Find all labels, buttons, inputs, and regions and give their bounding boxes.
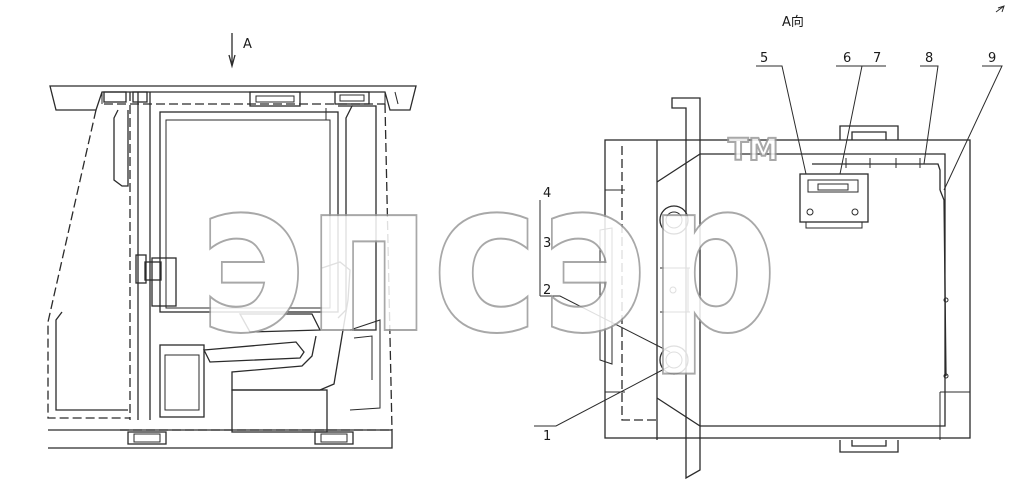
part-label-6: 6: [843, 51, 851, 66]
view-a: A向: [534, 5, 1005, 480]
wiring-harness: [812, 158, 949, 379]
bolt-upper: [659, 205, 689, 235]
cab-frame: [55, 92, 377, 420]
view-a-title: A向: [782, 14, 804, 30]
watermark-logo: эпсэр: [198, 135, 778, 380]
part-label-4: 4: [543, 186, 551, 201]
cab-floor: [48, 429, 393, 449]
part-labels: 1 2 3 4 5 6 7 8 9: [543, 51, 996, 444]
watermark-trademark: TM: [728, 133, 778, 168]
part-label-5: 5: [760, 51, 768, 66]
handrail-left: [671, 97, 701, 480]
view-arrow-a: A: [228, 33, 252, 69]
cab-side-view: A: [47, 33, 417, 449]
handrail-bottom: [839, 440, 899, 453]
lamp-assembly: [799, 173, 869, 229]
corner-mark: [995, 5, 1005, 13]
part-label-7: 7: [873, 51, 881, 66]
handrail-top: [839, 125, 899, 140]
part-label-1: 1: [543, 429, 551, 444]
cab-rear-panel: [604, 139, 971, 439]
operator-seat: [202, 261, 381, 433]
cab-roof: [49, 85, 417, 111]
part-label-8: 8: [925, 51, 933, 66]
part-label-3: 3: [543, 236, 551, 251]
view-arrow-label: A: [243, 37, 252, 52]
watermark: эпсэр TM: [197, 132, 779, 381]
bolt-lower: [659, 345, 689, 375]
leader-lines: [534, 65, 1003, 427]
part-label-9: 9: [988, 51, 996, 66]
door-lock: [135, 254, 177, 307]
part-label-2: 2: [543, 283, 551, 298]
